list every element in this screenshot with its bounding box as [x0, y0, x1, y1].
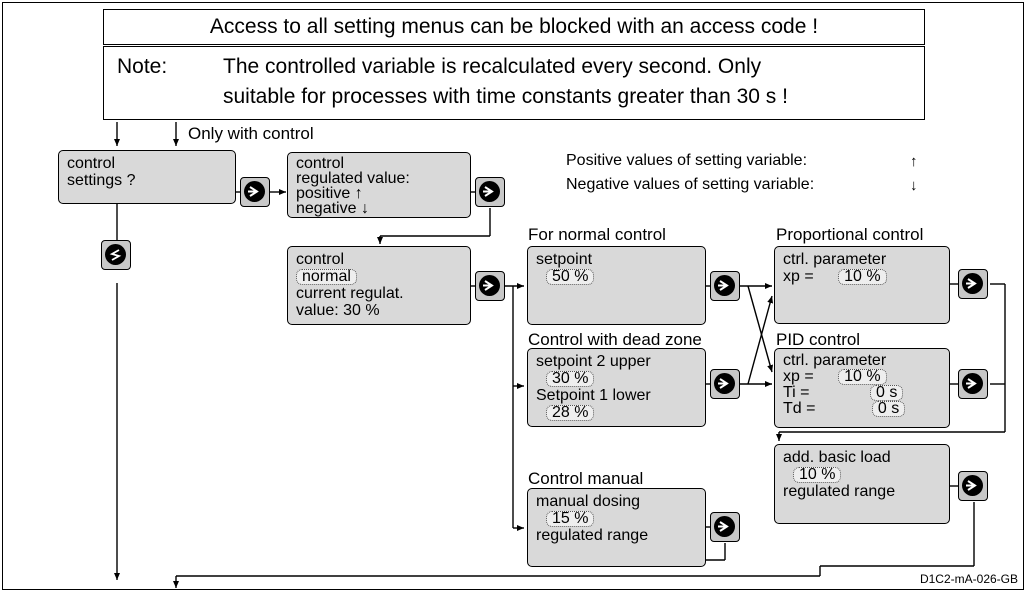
- up-arrow-icon: ↑: [910, 153, 918, 170]
- enter-button[interactable]: [958, 369, 988, 399]
- xp-line: xp = 10 %: [783, 268, 941, 285]
- note-line-2: suitable for processes with time constan…: [223, 85, 788, 108]
- xp-value[interactable]: 10 %: [838, 269, 887, 285]
- enter-arrow-icon: [718, 280, 729, 291]
- back-arrow-icon: [109, 249, 122, 261]
- box-line: setpoint: [536, 251, 593, 268]
- ti-label: Ti =: [783, 384, 810, 401]
- negative-line: negative ↓: [296, 200, 462, 217]
- enter-button[interactable]: [710, 271, 740, 301]
- basic-load-box: add. basic load 10 % regulated range: [774, 444, 950, 524]
- positive-line: positive ↑: [296, 185, 462, 202]
- heading-manual: Control manual: [528, 469, 644, 488]
- pid-box: ctrl. parameter xp = 10 % Ti = 0 s Td = …: [774, 348, 950, 428]
- enter-arrow-icon: [483, 280, 494, 291]
- up-arrow-icon: ↑: [354, 185, 363, 202]
- enter-arrow-icon: [966, 278, 977, 289]
- enter-button[interactable]: [710, 369, 740, 399]
- enter-button[interactable]: [475, 177, 505, 207]
- negative-text: negative: [296, 200, 357, 217]
- note-line-1: The controlled variable is recalculated …: [223, 55, 762, 78]
- heading-pid: PID control: [776, 330, 861, 349]
- box-line: add. basic load: [783, 449, 891, 466]
- setpoint-value[interactable]: 50 %: [546, 269, 595, 285]
- box-line: manual dosing: [536, 493, 641, 510]
- enter-arrow-icon: [718, 521, 729, 532]
- box-line: settings ?: [67, 172, 136, 189]
- xp-value[interactable]: 10 %: [838, 369, 887, 385]
- enter-arrow-icon: [483, 186, 494, 197]
- box-line: regulated range: [783, 483, 896, 500]
- enter-button[interactable]: [475, 271, 505, 301]
- mode-value[interactable]: normal: [296, 269, 357, 285]
- td-value[interactable]: 0 s: [871, 401, 906, 417]
- down-arrow-icon: ↓: [360, 200, 369, 217]
- legend-positive: Positive values of setting variable: ↑: [566, 152, 918, 170]
- note-label: Note:: [117, 55, 168, 78]
- ti-value[interactable]: 0 s: [869, 385, 904, 401]
- box-line: setpoint 2 upper: [536, 353, 651, 370]
- box-line: value: 30 %: [296, 302, 380, 319]
- box-line: regulated range: [536, 527, 649, 544]
- ti-line: Ti = 0 s: [783, 385, 941, 401]
- down-arrow-icon: ↓: [910, 177, 918, 194]
- basic-load-value[interactable]: 10 %: [793, 467, 842, 483]
- manual-dosing-value[interactable]: 15 %: [546, 511, 595, 527]
- enter-arrow-icon: [966, 480, 977, 491]
- enter-arrow-icon: [966, 378, 977, 389]
- enter-arrow-icon: [718, 378, 729, 389]
- enter-button[interactable]: [958, 269, 988, 299]
- access-code-banner: Access to all setting menus can be block…: [103, 9, 925, 45]
- legend-negative-text: Negative values of setting variable:: [566, 176, 815, 193]
- box-line: regulated value:: [296, 170, 410, 187]
- enter-button[interactable]: [240, 177, 270, 207]
- proportional-box: ctrl. parameter xp = 10 %: [774, 246, 950, 324]
- heading-proportional: Proportional control: [776, 225, 924, 244]
- legend-positive-text: Positive values of setting variable:: [566, 152, 808, 169]
- dead-zone-box: setpoint 2 upper 30 % Setpoint 1 lower 2…: [527, 348, 706, 427]
- only-with-control-label: Only with control: [188, 124, 314, 143]
- xp-line: xp = 10 %: [783, 369, 941, 385]
- regulated-value-box: control regulated value: positive ↑ nega…: [287, 152, 471, 218]
- box-line: ctrl. parameter: [783, 251, 887, 268]
- td-label: Td =: [783, 400, 816, 417]
- box-line: current regulat.: [296, 285, 404, 302]
- figure-code: D1C2-mA-026-GB: [919, 572, 1018, 586]
- td-line: Td = 0 s: [783, 401, 941, 417]
- back-button[interactable]: [101, 240, 131, 270]
- note-banner: Note: The controlled variable is recalcu…: [103, 46, 925, 120]
- setpoint-box: setpoint 50 %: [527, 246, 706, 325]
- positive-text: positive: [296, 185, 351, 202]
- box-line: Setpoint 1 lower: [536, 387, 651, 404]
- control-normal-box: control normal current regulat. value: 3…: [287, 246, 471, 325]
- box-line: ctrl. parameter: [783, 352, 887, 369]
- enter-button[interactable]: [958, 471, 988, 501]
- xp-label: xp =: [783, 268, 814, 285]
- box-line: control: [67, 155, 116, 172]
- heading-dead-zone: Control with dead zone: [528, 330, 702, 349]
- lower-setpoint-value[interactable]: 28 %: [546, 405, 595, 421]
- heading-normal-control: For normal control: [528, 225, 666, 244]
- legend-negative: Negative values of setting variable: ↓: [566, 176, 918, 194]
- xp-label: xp =: [783, 368, 814, 385]
- enter-button[interactable]: [710, 512, 740, 542]
- box-line: control: [296, 251, 345, 268]
- box-line: control: [296, 155, 345, 172]
- control-settings-box: control settings ?: [58, 150, 236, 204]
- upper-setpoint-value[interactable]: 30 %: [546, 371, 595, 387]
- manual-dosing-box: manual dosing 15 % regulated range: [527, 488, 706, 567]
- enter-arrow-icon: [248, 186, 259, 197]
